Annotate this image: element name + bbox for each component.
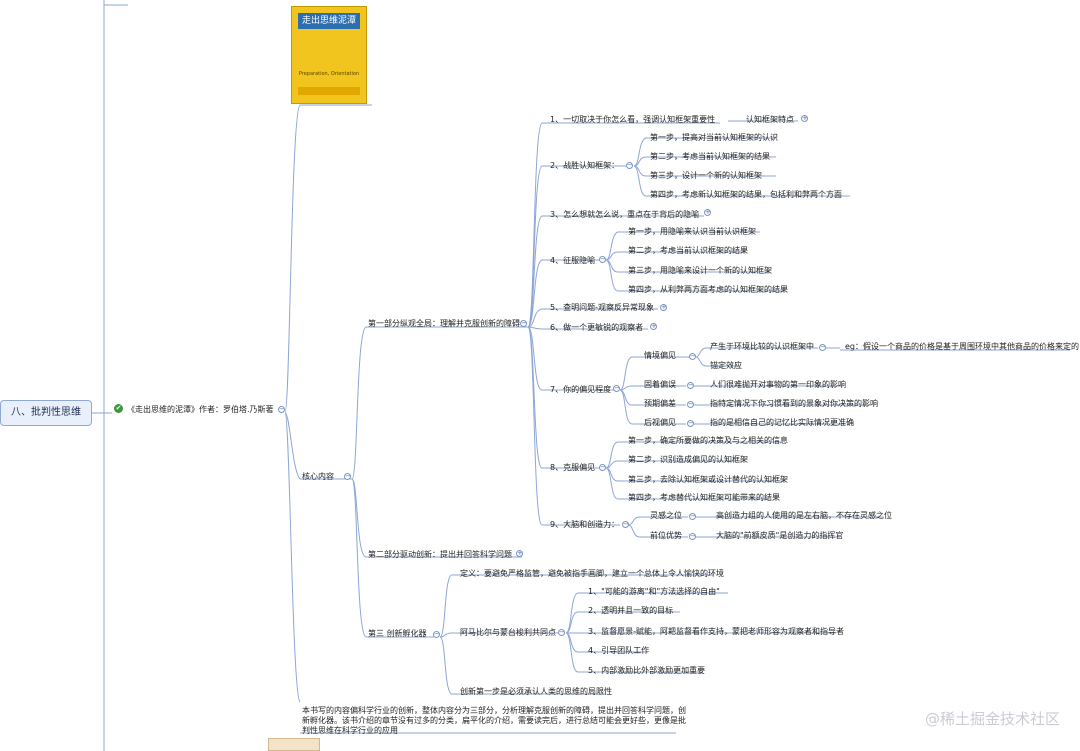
book-cover-subtitle: Preparation, Orientation xyxy=(298,71,360,77)
collapse-toggle-icon[interactable]: − xyxy=(599,463,606,471)
bias-expectation-child[interactable]: 指特定情况下你习惯看到的景象对你决策的影响 xyxy=(710,399,878,408)
collapse-toggle-icon[interactable]: − xyxy=(687,400,694,408)
brain-frontal-child[interactable]: 大脑的"前额皮质"是创造力的指挥官 xyxy=(716,531,844,540)
collapse-toggle-icon[interactable]: − xyxy=(613,384,620,392)
collapse-toggle-icon[interactable]: − xyxy=(599,255,606,263)
check-icon: ✔ xyxy=(114,404,123,413)
p1-item4-step[interactable]: 第三步，用隐喻来设计一个新的认知框架 xyxy=(628,266,772,275)
p1-item5[interactable]: 5、查明问题-观察反异常现象 xyxy=(550,303,654,312)
collapse-toggle-icon[interactable]: − xyxy=(689,532,696,540)
p3-definition[interactable]: 定义：要避免严格监管，避免被指手画脚，建立一个总体上令人愉快的环境 xyxy=(460,569,724,578)
p3-common-item[interactable]: 1、"可能的游离"和"方法选择的自由" xyxy=(588,587,720,596)
expand-toggle-icon[interactable]: + xyxy=(660,303,667,311)
p1-item4-step[interactable]: 第一步，用隐喻来认识当前认识框架 xyxy=(628,227,756,236)
watermark: @稀土掘金技术社区 xyxy=(924,710,1060,728)
part3-node[interactable]: 第三 创新孵化器 xyxy=(368,629,427,638)
anchoring-effect[interactable]: 锚定效应 xyxy=(710,361,742,370)
expand-toggle-icon[interactable]: + xyxy=(801,114,808,122)
collapse-toggle-icon[interactable]: − xyxy=(433,630,440,638)
p1-item8-step[interactable]: 第四步，考虑替代认知框架可能带来的结果 xyxy=(628,493,780,502)
collapse-toggle-icon[interactable]: − xyxy=(278,405,285,413)
p1-item2[interactable]: 2、战胜认知框架： xyxy=(550,161,620,170)
p1-item7[interactable]: 7、你的偏见程度 xyxy=(550,385,612,394)
summary-line[interactable]: 本书写的内容偏科学行业的创新，整体内容分为三部分，分析理解克服创新的障碍，提出并… xyxy=(302,706,686,715)
p1-item8-step[interactable]: 第三步，去除认知框架或设计替代的认知框架 xyxy=(628,475,788,484)
bias-fixation-child[interactable]: 人们很难抛开对事物的第一印象的影响 xyxy=(710,380,846,389)
brain-inspiration[interactable]: 灵感之位 xyxy=(650,511,682,520)
p3-common-item[interactable]: 4、引导团队工作 xyxy=(588,646,650,655)
summary-line[interactable]: 判性思维在科学行业的应用 xyxy=(302,726,398,735)
core-node[interactable]: 核心内容 xyxy=(302,472,334,481)
collapse-toggle-icon[interactable]: − xyxy=(689,352,696,360)
part2-node[interactable]: 第二部分驱动创新：提出并回答科学问题 xyxy=(368,550,512,559)
p1-item8-step[interactable]: 第二步，识别造成偏见的认知框架 xyxy=(628,455,748,464)
brain-frontal[interactable]: 前位优势 xyxy=(650,531,682,540)
expand-toggle-icon[interactable]: + xyxy=(704,208,711,216)
p1-item8-step[interactable]: 第一步，确定所要做的决策及与之相关的信息 xyxy=(628,436,788,445)
p3-common-item[interactable]: 2、透明并且一致的目标 xyxy=(588,606,674,615)
p1-item1-child[interactable]: 认知框架特点 xyxy=(746,115,794,124)
p1-item4-step[interactable]: 第四步，从利弊两方面考虑的认知框架的结果 xyxy=(628,285,788,294)
p1-item2-step[interactable]: 第四步，考虑新认知框架的结果，包括利和弊两个方面 xyxy=(650,190,842,199)
brain-inspiration-child[interactable]: 高创造力组的人使用的是左右脑，不存在灵感之位 xyxy=(716,511,892,520)
collapse-toggle-icon[interactable]: − xyxy=(626,161,633,169)
next-book-thumbnail xyxy=(268,738,320,751)
p3-common-item[interactable]: 5、内部激励比外部激励更加重要 xyxy=(588,666,706,675)
collapse-toggle-icon[interactable]: − xyxy=(687,419,694,427)
collapse-toggle-icon[interactable]: − xyxy=(622,520,629,528)
summary-line[interactable]: 新孵化器。该书介绍的章节没有过多的分类，扁平化的介绍，需要读完后，进行总结可能会… xyxy=(302,716,686,725)
part1-node[interactable]: 第一部分纵观全局：理解并克服创新的障碍 xyxy=(368,319,520,328)
collapse-toggle-icon[interactable]: − xyxy=(687,381,694,389)
p1-item8[interactable]: 8、克服偏见 xyxy=(550,463,596,472)
p1-item3[interactable]: 3、怎么想就怎么说，重点在于背后的隐喻 xyxy=(550,210,700,219)
collapse-toggle-icon[interactable]: − xyxy=(520,319,527,327)
p3-common-item[interactable]: 3、监督愿景-赋能，阿耙监督看作支持，蒙把老师形容为观察者和指导者 xyxy=(588,627,844,636)
bias-hindsight[interactable]: 后视偏见 xyxy=(644,418,676,427)
book-cover-image: 走出思维泥潭 Preparation, Orientation xyxy=(291,6,367,104)
p1-item9[interactable]: 9、大脑和创造力： xyxy=(550,520,620,529)
root-node[interactable]: 八、批判性思维 xyxy=(0,400,92,426)
book-cover-band xyxy=(298,87,360,95)
p1-item4[interactable]: 4、征服隐喻 xyxy=(550,256,596,265)
bias-situational-child[interactable]: 产生于环境比较的认识框架中 xyxy=(710,342,814,351)
bias-expectation[interactable]: 预期偏差 xyxy=(644,399,676,408)
expand-toggle-icon[interactable]: + xyxy=(516,549,523,557)
p1-item2-step[interactable]: 第二步，考虑当前认知框架的结果 xyxy=(650,152,770,161)
expand-toggle-icon[interactable]: + xyxy=(650,322,657,330)
p1-item4-step[interactable]: 第二步，考虑当前认识框架的结果 xyxy=(628,246,748,255)
collapse-toggle-icon[interactable]: − xyxy=(689,512,696,520)
collapse-toggle-icon[interactable]: − xyxy=(558,628,565,636)
book-cover-title: 走出思维泥潭 xyxy=(298,13,360,29)
book-node[interactable]: 《走出思维的泥潭》作者：罗伯塔.乃斯著 xyxy=(127,405,274,414)
p3-common-points[interactable]: 阿马比尔与蒙台梭利共同点 xyxy=(460,628,556,637)
p1-item1[interactable]: 1、一切取决于你怎么看，强调认知框架重要性 xyxy=(550,115,716,124)
collapse-toggle-icon[interactable]: − xyxy=(819,343,826,351)
bias-situational[interactable]: 情境偏见 xyxy=(644,351,676,360)
bias-hindsight-child[interactable]: 指的是相信自己的记忆比实际情况更准确 xyxy=(710,418,854,427)
p3-first-step[interactable]: 创新第一步是必须承认人类的思维的局限性 xyxy=(460,687,612,696)
p1-item2-step[interactable]: 第一步，提高对当前认知框架的认识 xyxy=(650,133,778,142)
p1-item6[interactable]: 6、做一个更敏锐的观察者 xyxy=(550,323,644,332)
bias-fixation[interactable]: 固着偏误 xyxy=(644,380,676,389)
bias-situational-example[interactable]: eg：假设一个商品的价格是基于周围环境中其他商品的价格来定的 xyxy=(845,342,1079,351)
p1-item2-step[interactable]: 第三步，设计一个新的认知框架 xyxy=(650,171,762,180)
collapse-toggle-icon[interactable]: − xyxy=(344,472,351,480)
